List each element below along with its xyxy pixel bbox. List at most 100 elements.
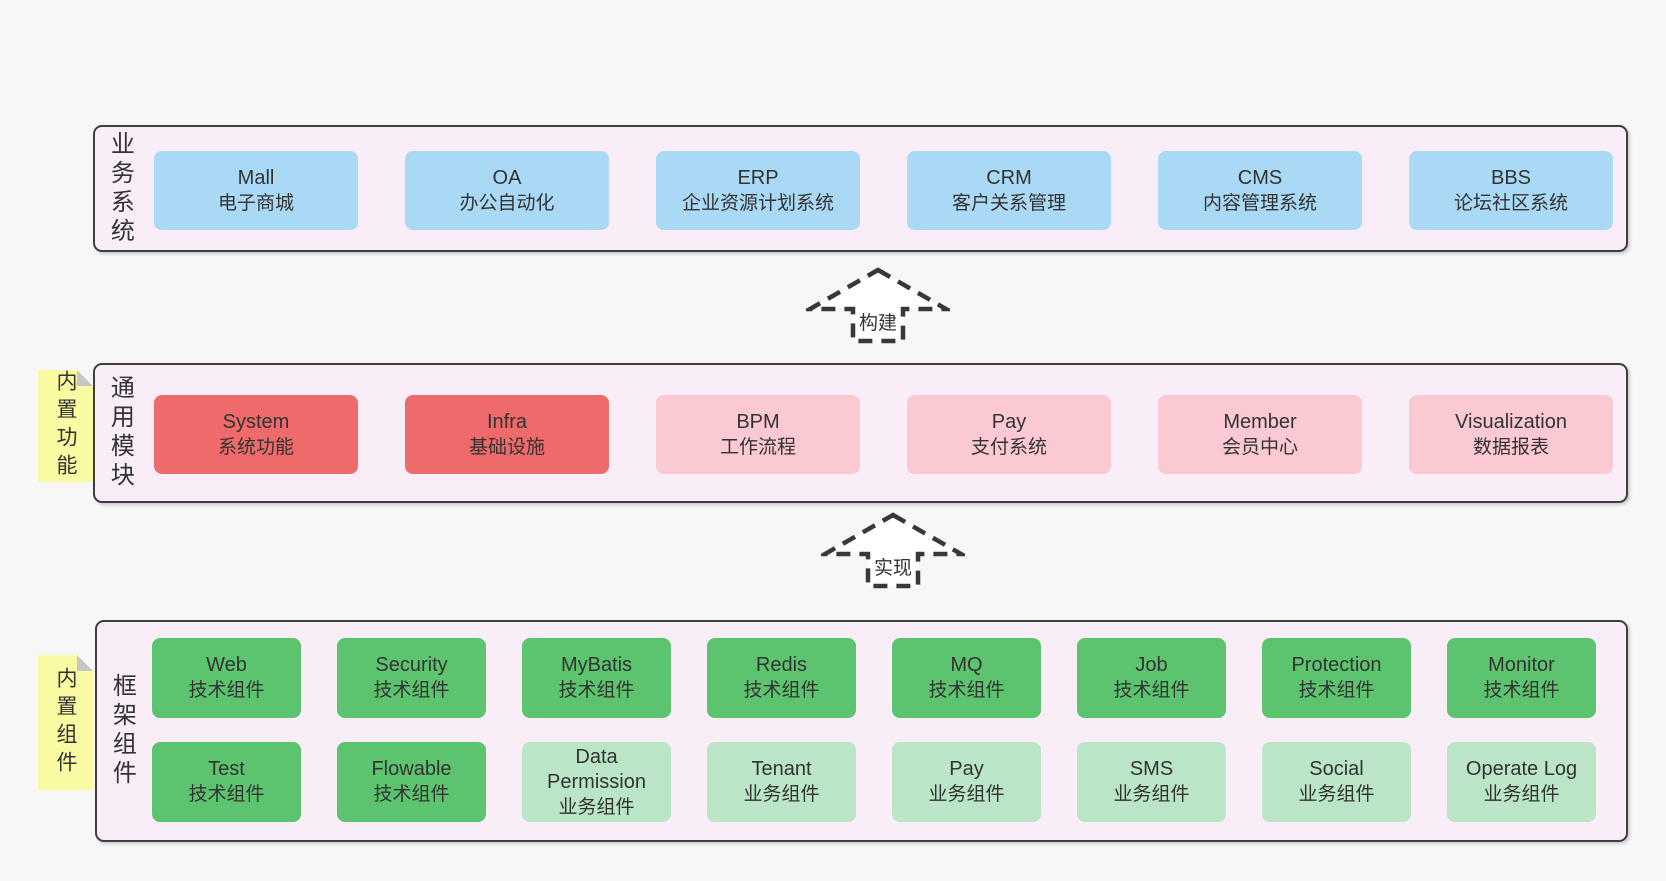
box-subtitle: 业务组件 <box>928 784 1005 805</box>
box-protection: Protection 技术组件 <box>1262 638 1411 718</box>
build-arrow-label: 构建 <box>856 308 900 335</box>
box-pay: Pay 支付系统 <box>907 395 1111 474</box>
box-title: BPM <box>736 410 780 433</box>
builtin-components-note-text: 内置组件 <box>54 666 77 779</box>
box-subtitle: 技术组件 <box>1483 680 1560 701</box>
builtin-features-note: 内置功能 <box>38 370 93 482</box>
box-cms: CMS 内容管理系统 <box>1158 151 1362 230</box>
box-subtitle: 技术组件 <box>1298 680 1375 701</box>
box-subtitle: 数据报表 <box>1472 436 1549 458</box>
box-title: Test <box>208 758 245 780</box>
box-subtitle: 企业资源计划系统 <box>681 192 834 214</box>
box-monitor: Monitor 技术组件 <box>1447 638 1596 718</box>
box-system: System 系统功能 <box>154 395 358 474</box>
box-bpm: BPM 工作流程 <box>656 395 860 474</box>
box-title: Protection <box>1291 654 1382 676</box>
box-title: SMS <box>1129 758 1174 780</box>
box-tenant: Tenant 业务组件 <box>707 742 856 822</box>
box-title: Flowable <box>371 758 452 780</box>
box-title: System <box>222 410 290 433</box>
box-subtitle: 内容管理系统 <box>1202 192 1317 214</box>
box-title: Tenant <box>751 758 812 780</box>
box-visualization: Visualization 数据报表 <box>1409 395 1613 474</box>
box-subtitle: 技术组件 <box>188 784 265 805</box>
box-title: Social <box>1309 758 1364 780</box>
box-title: Web <box>206 654 247 676</box>
box-subtitle: 业务组件 <box>743 784 820 805</box>
box-title: Data Permission <box>547 745 646 793</box>
box-mybatis: MyBatis 技术组件 <box>522 638 671 718</box>
box-redis: Redis 技术组件 <box>707 638 856 718</box>
box-title: CRM <box>986 166 1032 189</box>
section-modules-label: 通用模块 <box>106 375 134 491</box>
box-subtitle: 业务组件 <box>1483 784 1560 805</box>
box-title: Security <box>375 654 448 676</box>
box-subtitle: 支付系统 <box>970 436 1047 458</box>
box-title: Mall <box>237 166 275 189</box>
box-flowable: Flowable 技术组件 <box>337 742 486 822</box>
box-title: Pay <box>991 410 1027 433</box>
box-subtitle: 技术组件 <box>1113 680 1190 701</box>
box-job: Job 技术组件 <box>1077 638 1226 718</box>
box-title: Visualization <box>1455 410 1567 433</box>
box-subtitle: 客户关系管理 <box>951 192 1066 214</box>
box-title: Job <box>1135 654 1168 676</box>
box-infra: Infra 基础设施 <box>405 395 609 474</box>
box-security: Security 技术组件 <box>337 638 486 718</box>
box-data-permission: Data Permission 业务组件 <box>522 742 671 822</box>
box-title: OA <box>492 166 522 189</box>
box-operate-log: Operate Log 业务组件 <box>1447 742 1596 822</box>
box-bbs: BBS 论坛社区系统 <box>1409 151 1613 230</box>
box-subtitle: 业务组件 <box>1113 784 1190 805</box>
box-subtitle: 技术组件 <box>928 680 1005 701</box>
box-title: Pay <box>949 758 984 780</box>
box-subtitle: 技术组件 <box>558 680 635 701</box>
box-social: Social 业务组件 <box>1262 742 1411 822</box>
builtin-features-note-text: 内置功能 <box>54 370 77 482</box>
box-title: Monitor <box>1488 654 1555 676</box>
box-subtitle: 工作流程 <box>719 436 796 458</box>
box-subtitle: 办公自动化 <box>459 192 555 214</box>
box-crm: CRM 客户关系管理 <box>907 151 1111 230</box>
box-title: CMS <box>1237 166 1283 189</box>
box-oa: OA 办公自动化 <box>405 151 609 230</box>
box-title: MyBatis <box>560 654 633 676</box>
box-subtitle: 业务组件 <box>1298 784 1375 805</box>
implement-arrow: 实现 <box>821 512 965 590</box>
box-title: Infra <box>486 410 528 433</box>
build-arrow: 构建 <box>806 267 950 345</box>
box-test: Test 技术组件 <box>152 742 301 822</box>
up-arrow-icon <box>806 267 950 344</box>
box-pay: Pay 业务组件 <box>892 742 1041 822</box>
box-subtitle: 技术组件 <box>743 680 820 701</box>
box-subtitle: 系统功能 <box>217 436 294 458</box>
box-title: ERP <box>737 166 779 189</box>
box-title: MQ <box>950 654 983 676</box>
implement-arrow-label: 实现 <box>871 553 915 580</box>
box-sms: SMS 业务组件 <box>1077 742 1226 822</box>
box-subtitle: 技术组件 <box>373 680 450 701</box>
box-mq: MQ 技术组件 <box>892 638 1041 718</box>
box-subtitle: 业务组件 <box>558 796 635 818</box>
box-subtitle: 技术组件 <box>373 784 450 805</box>
box-subtitle: 技术组件 <box>188 680 265 701</box>
box-title: BBS <box>1490 166 1532 189</box>
section-common-modules: 通用模块 System 系统功能 Infra 基础设施 BPM 工作流程 Pay 支付系统 Me… <box>93 363 1628 503</box>
box-subtitle: 会员中心 <box>1221 436 1298 458</box>
section-business-label: 业务系统 <box>106 130 134 247</box>
box-subtitle: 论坛社区系统 <box>1453 192 1568 214</box>
builtin-components-note: 内置组件 <box>38 655 93 790</box>
box-subtitle: 基础设施 <box>468 436 545 458</box>
box-title: Operate Log <box>1465 758 1578 780</box>
section-components-label: 框架组件 <box>108 673 136 789</box>
box-erp: ERP 企业资源计划系统 <box>656 151 860 230</box>
box-title: Redis <box>755 654 808 676</box>
